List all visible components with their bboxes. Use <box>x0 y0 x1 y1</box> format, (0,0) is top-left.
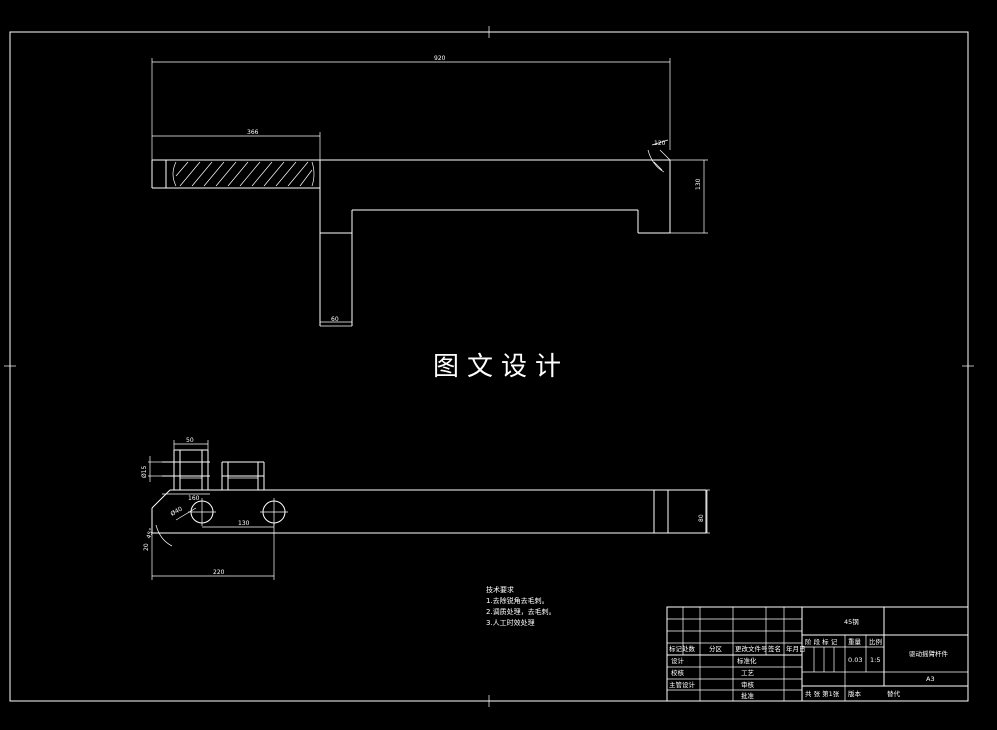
note-item-1: 1.去除锐角去毛刺。 <box>486 596 549 605</box>
dim-bottom-slot: 50 <box>186 437 194 444</box>
note-item-3: 3.人工时效处理 <box>486 618 535 627</box>
tb-process: 工艺 <box>741 669 755 677</box>
tb-sheets: 共 张 第1张 <box>805 689 840 698</box>
tb-version: 版本 <box>848 689 862 698</box>
dim-angle: 45° <box>145 527 155 539</box>
dim-overall-length: 920 <box>434 55 446 62</box>
tb-part-name: 驱动摇臂杆件 <box>909 649 949 658</box>
dim-bore-dia: Ø40 <box>170 505 184 517</box>
dim-hole-spacing: 130 <box>238 520 250 527</box>
notes-title: 技术要求 <box>486 585 514 594</box>
tb-weight-label: 重量 <box>848 638 862 646</box>
top-view <box>151 449 707 547</box>
note-item-2: 2.调质处理，去毛刺。 <box>486 607 556 616</box>
dim-hole-dia: Ø15 <box>141 465 148 478</box>
tb-stage-label: 阶 段 标 记 <box>805 637 838 646</box>
tb-approve: 批准 <box>741 691 755 700</box>
dim-small-offset: 20 <box>143 543 150 551</box>
tb-row-label-1: 分区 <box>709 644 723 653</box>
tb-weight: 0.03 <box>848 656 862 664</box>
tb-check: 校核 <box>671 668 685 677</box>
dim-hole-offset: 160 <box>188 495 200 502</box>
tb-supervisor: 主管设计 <box>669 680 696 689</box>
tb-row-label-0: 标记处数 <box>669 644 696 653</box>
tb-review: 审核 <box>741 680 755 689</box>
tb-format: A3 <box>926 675 935 683</box>
dim-hatched-length: 366 <box>247 129 259 136</box>
tb-standardize: 标准化 <box>737 656 757 665</box>
tb-material: 45钢 <box>844 618 859 626</box>
tb-row-label-4: 年月日 <box>786 644 806 653</box>
top-view-dimensions: 50 Ø15 160 Ø40 130 45° 20 220 80 <box>141 437 710 580</box>
tb-row-label-3: 签名 <box>768 644 781 653</box>
dim-chamfer: 120 <box>654 140 666 147</box>
hatch-pattern <box>175 161 313 187</box>
watermark-text: 图文设计 <box>433 352 569 382</box>
title-block: 45钢 驱动摇臂杆件 阶 段 标 记 重量 比例 0.03 1:5 A3 共 张… <box>666 606 969 702</box>
dim-base-length: 220 <box>213 569 225 576</box>
front-view-dimensions: 920 366 120 130 60 <box>151 55 708 326</box>
front-view <box>151 149 671 327</box>
tb-row-label-2: 更改文件号 <box>735 644 768 653</box>
technical-notes: 技术要求 1.去除锐角去毛刺。 2.调质处理，去毛刺。 3.人工时效处理 <box>486 585 556 627</box>
tb-designer: 设计 <box>671 656 685 665</box>
tb-replace: 替代 <box>887 689 901 698</box>
tb-scale-label: 比例 <box>869 637 882 646</box>
dim-bar-height: 80 <box>698 514 705 522</box>
dim-height: 130 <box>695 178 702 190</box>
dim-stem-width: 60 <box>331 316 339 323</box>
tb-scale: 1:5 <box>870 656 880 664</box>
